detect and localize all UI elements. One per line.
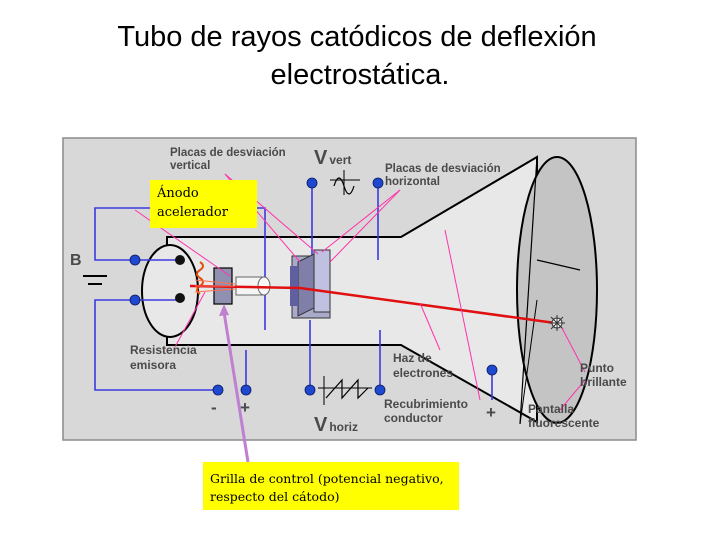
horizontal-sweep-icon bbox=[318, 376, 372, 405]
cathode-end bbox=[141, 244, 199, 338]
label-placas-vertical: Placas de desviación vertical bbox=[170, 147, 289, 172]
label-plus-left: + bbox=[240, 398, 250, 417]
callout-anodo-line-1: Ánodo bbox=[157, 186, 199, 201]
label-pantalla: Pantalla fluorescente bbox=[528, 402, 600, 430]
label-resistencia: Resistencia emisora bbox=[130, 343, 200, 372]
circuit-wires bbox=[94, 183, 493, 400]
callout-grilla-line-2: respecto del cátodo) bbox=[210, 489, 340, 504]
callout-grilla-control: Grilla de control (potencial negativo, r… bbox=[203, 462, 459, 510]
title-line-2: electrostática. bbox=[270, 59, 450, 91]
title-line-1: Tubo de rayos catódicos de deflexión bbox=[117, 21, 597, 53]
vertical-signal-icon bbox=[330, 170, 360, 195]
cathode-filament bbox=[175, 255, 204, 303]
callout-anodo-acelerador: Ánodo acelerador bbox=[150, 180, 257, 228]
label-plus-right: + bbox=[486, 403, 496, 422]
bright-spot-icon bbox=[549, 315, 565, 331]
terminals bbox=[129, 177, 498, 396]
label-b: B bbox=[70, 252, 82, 269]
label-placas-horizontal: Placas de desviación horizontal bbox=[385, 163, 504, 188]
deflection-plates bbox=[290, 249, 331, 319]
label-recubrimiento: Recubrimiento conductor bbox=[384, 397, 471, 425]
page-title: Tubo de rayos catódicos de deflexión ele… bbox=[0, 18, 720, 94]
callout-anodo-line-2: acelerador bbox=[157, 205, 228, 220]
label-punto: Punto brillante bbox=[580, 361, 627, 389]
electron-beam bbox=[189, 279, 556, 325]
grilla-callout-arrow bbox=[219, 304, 250, 463]
battery-b bbox=[83, 275, 107, 285]
label-minus: - bbox=[211, 398, 217, 417]
label-haz: Haz de electrones bbox=[393, 351, 453, 380]
callout-grilla-line-1: Grilla de control (potencial negativo, bbox=[210, 471, 444, 486]
